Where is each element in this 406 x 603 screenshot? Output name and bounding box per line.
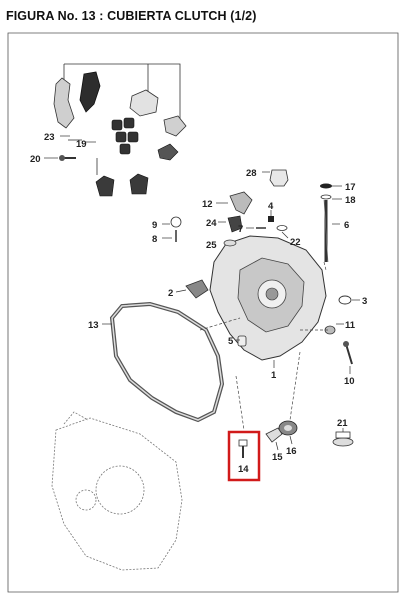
shield-piece [129, 89, 159, 117]
washer-18 [320, 194, 332, 200]
label-8: 8 [152, 234, 157, 245]
label-4: 4 [268, 201, 274, 212]
label-20: 20 [30, 154, 41, 165]
clip-piece [163, 115, 187, 137]
label-18: 18 [345, 195, 356, 206]
label-5: 5 [228, 336, 234, 347]
label-1: 1 [271, 370, 277, 381]
part-14-highlight-box [227, 430, 261, 482]
bolt-20 [59, 155, 76, 161]
label-6: 6 [344, 220, 349, 231]
label-17: 17 [345, 182, 356, 193]
bolt-14 [238, 439, 248, 458]
arm-bracket-23 [53, 77, 75, 129]
label-21: 21 [337, 418, 348, 429]
cap-28 [269, 169, 289, 187]
rubber-mounts [111, 117, 139, 155]
label-19: 19 [76, 139, 87, 150]
label-12: 12 [202, 199, 213, 210]
part-25 [223, 239, 237, 247]
dowel-5 [237, 335, 247, 347]
label-24: 24 [206, 218, 217, 229]
label-10: 10 [344, 376, 355, 387]
shaft-6 [323, 199, 329, 263]
cap-9 [170, 216, 182, 228]
part-24 [227, 215, 243, 233]
small-bracket [157, 143, 179, 161]
label-25: 25 [206, 240, 217, 251]
bearing-16 [278, 420, 298, 436]
label-3: 3 [362, 296, 367, 307]
leader-lines [44, 135, 360, 451]
label-23: 23 [44, 132, 55, 143]
label-15: 15 [272, 452, 283, 463]
assembly-lines [199, 261, 330, 431]
label-9: 9 [152, 220, 157, 231]
plate-21 [332, 431, 354, 447]
label-16: 16 [286, 446, 297, 457]
bracket-19 [79, 71, 101, 113]
pin-15 [265, 427, 283, 443]
label-13: 13 [88, 320, 99, 331]
gasket-13 [109, 301, 225, 423]
bolt-10 [343, 341, 353, 365]
bracket-12 [229, 191, 253, 215]
figure-title: FIGURA No. 13 : CUBIERTA CLUTCH (1/2) [6, 9, 257, 23]
label-11: 11 [345, 320, 356, 331]
label-28: 28 [246, 168, 257, 179]
label-22: 22 [290, 237, 301, 248]
label-7: 7 [238, 224, 243, 235]
label-14: 14 [238, 464, 249, 475]
plate-2 [185, 279, 209, 299]
label-2: 2 [168, 288, 173, 299]
seal-3 [338, 295, 352, 305]
washer-22 [276, 225, 288, 231]
oring-17 [320, 183, 332, 189]
lower-bracket-left [95, 175, 115, 197]
engine-outline [51, 411, 183, 571]
lower-bracket-right [129, 173, 149, 195]
bracket-group [63, 63, 181, 175]
diagram-frame [7, 32, 399, 593]
part-4 [268, 216, 274, 222]
